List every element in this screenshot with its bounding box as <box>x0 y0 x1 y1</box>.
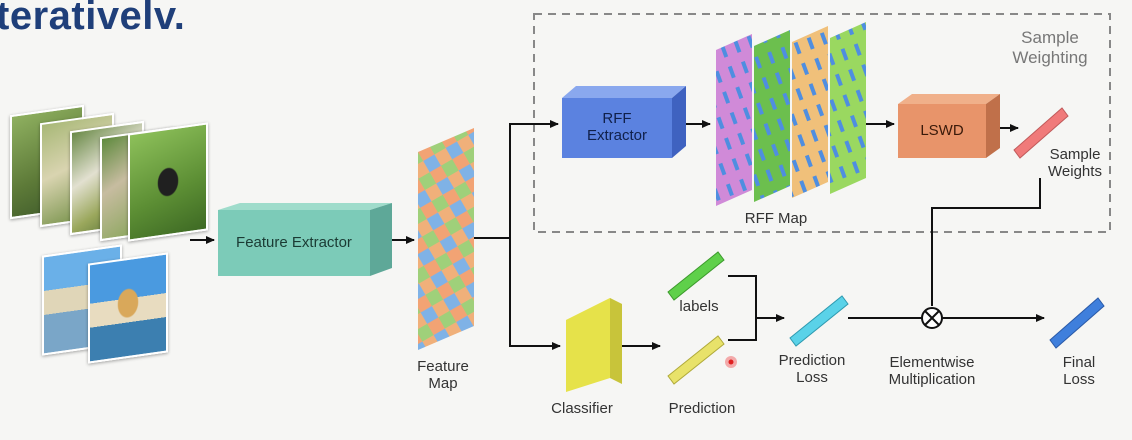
feature-map-shape <box>418 128 474 350</box>
merge-lines <box>728 275 782 341</box>
rff-extractor-label: RFF Extractor <box>586 110 647 145</box>
classifier-block <box>566 298 622 392</box>
weights-to-multiply-line <box>931 178 1041 306</box>
feature-extractor-label: Feature Extractor <box>236 234 352 251</box>
lswd-box <box>898 94 1000 158</box>
rff-map-slabs <box>716 22 866 206</box>
multiply-icon <box>921 307 943 329</box>
sample-weighting-region <box>533 13 1111 233</box>
sample-weights-bar <box>1013 107 1069 159</box>
prediction-loss-label: Prediction Loss <box>778 352 846 387</box>
cursor-indicator <box>725 356 737 368</box>
labels-label: labels <box>679 298 719 315</box>
lswd-label: LSWD <box>920 122 964 139</box>
prediction-label: Prediction <box>668 400 736 417</box>
classifier-label: Classifier <box>551 400 613 417</box>
elementwise-multiplication-label: Elementwise Multiplication <box>888 354 976 389</box>
rff-extractor-box <box>562 86 686 158</box>
branch-lines <box>474 123 560 346</box>
sample-weighting-title: Sample Weighting <box>1012 28 1088 67</box>
final-loss-label: Final Loss <box>1062 354 1096 389</box>
rff-map-label: RFF Map <box>744 210 808 227</box>
feature-extractor-box <box>218 203 392 276</box>
sample-weights-label: Sample Weights <box>1048 146 1102 181</box>
feature-map-label: Feature Map <box>417 358 469 393</box>
prediction-bar <box>667 335 725 385</box>
final-loss-bar <box>1049 297 1105 349</box>
labels-bar <box>667 251 725 301</box>
page-heading: terativelv. <box>0 0 186 38</box>
prediction-loss-bar <box>789 295 849 347</box>
